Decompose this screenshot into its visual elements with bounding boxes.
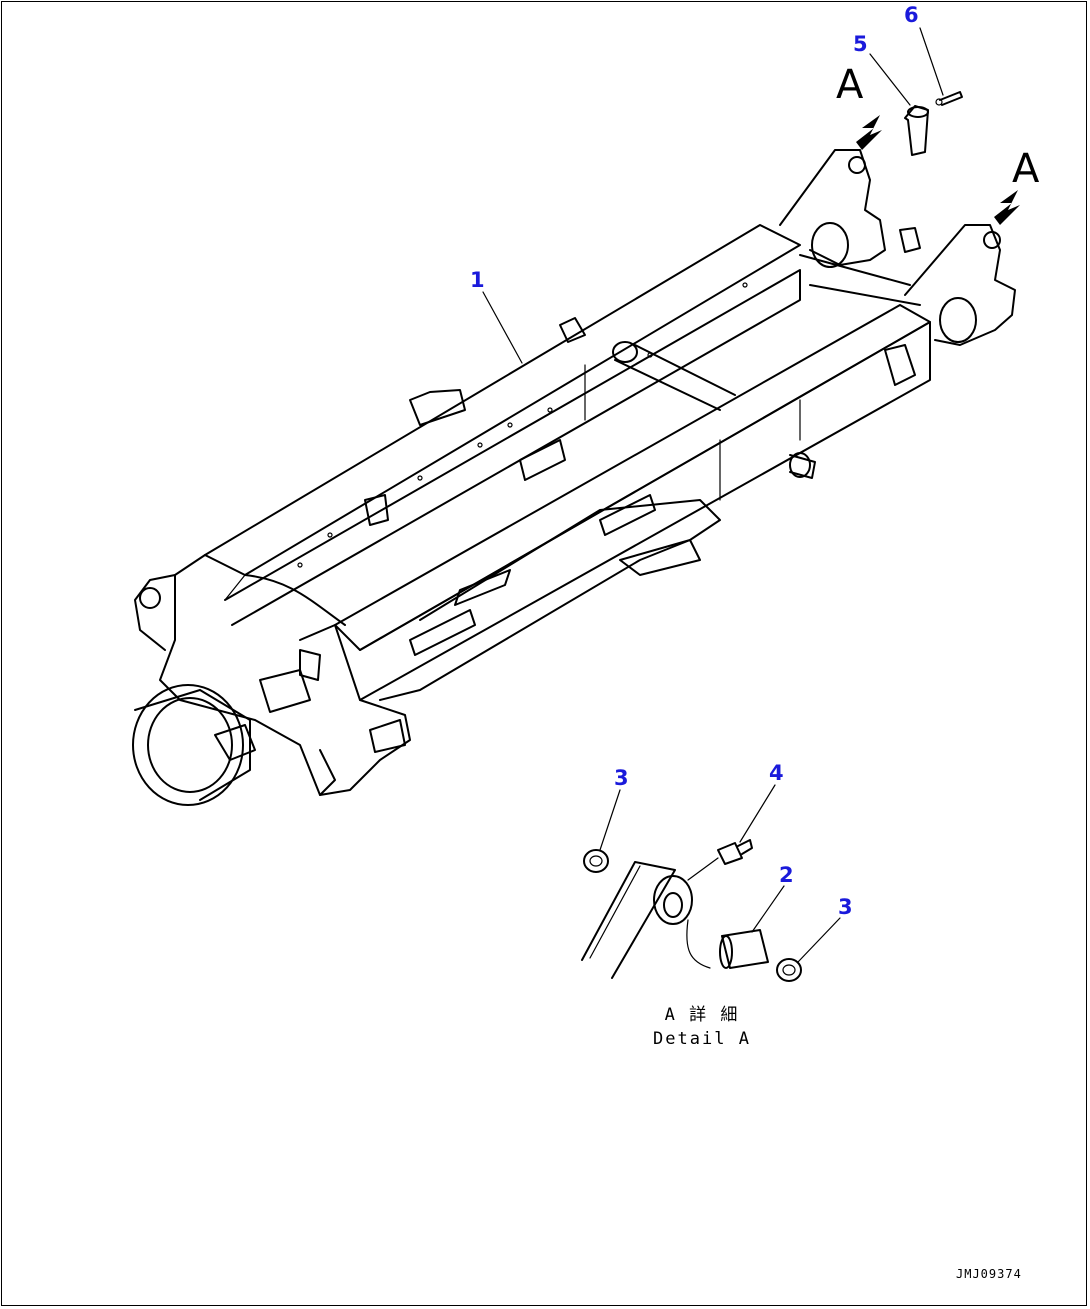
view-marker-a-right: A	[1012, 146, 1040, 192]
pin-parts-drawing	[904, 91, 963, 156]
drawing-code: JMJ09374	[956, 1267, 1022, 1281]
view-arrow-right	[994, 190, 1020, 225]
callout-4: 4	[769, 761, 784, 785]
callout-3-left: 3	[614, 766, 629, 790]
detail-title-en: Detail A	[653, 1029, 751, 1049]
callout-3-right: 3	[838, 895, 853, 919]
leader-lines	[482, 27, 944, 963]
callout-5: 5	[853, 32, 868, 56]
detail-a-drawing	[581, 839, 802, 982]
view-marker-a-left: A	[836, 62, 864, 108]
axle-frame-drawing	[132, 149, 1016, 806]
view-arrow-left	[856, 115, 882, 150]
callout-6: 6	[904, 3, 919, 27]
callout-2: 2	[779, 863, 794, 887]
callout-1: 1	[470, 268, 485, 292]
detail-title-jp: A 詳 細	[665, 1005, 740, 1025]
